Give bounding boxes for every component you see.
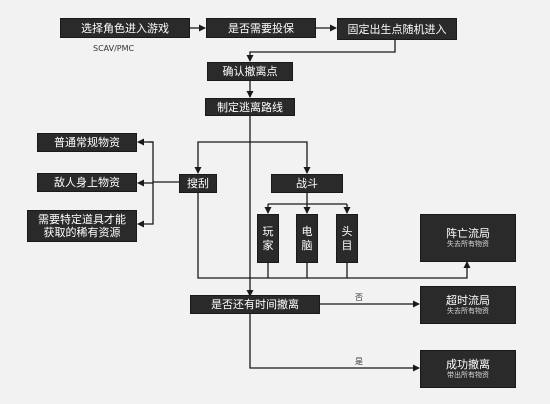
node-insure: 是否需要投保 <box>206 18 316 38</box>
node-death-title: 阵亡流局 <box>446 227 490 240</box>
node-success-title: 成功撤离 <box>446 358 490 371</box>
node-player: 玩 家 <box>257 214 279 263</box>
edge-spawn-to-confirm <box>246 40 396 62</box>
node-death-sub: 失去所有物资 <box>447 240 489 248</box>
node-insure-label: 是否需要投保 <box>228 21 294 35</box>
node-time-check-label: 是否还有时间撤离 <box>211 298 299 311</box>
node-confirm-exit: 确认撤离点 <box>207 62 293 81</box>
node-player-char-1: 玩 <box>262 224 274 238</box>
node-plan-route: 制定逃离路线 <box>205 98 295 116</box>
node-confirm-exit-label: 确认撤离点 <box>222 65 278 78</box>
node-loot-enemy: 敌人身上物资 <box>37 173 137 192</box>
node-select-role: 选择角色进入游戏 <box>60 18 190 38</box>
node-pc-char-1: 电 <box>301 224 313 238</box>
node-head: 头 目 <box>336 214 358 263</box>
node-time-check: 是否还有时间撤离 <box>190 295 320 314</box>
edge-route-to-fight <box>250 141 311 174</box>
node-search-label: 搜刮 <box>187 177 209 190</box>
node-success-sub: 带出所有物资 <box>447 371 489 379</box>
node-player-char-2: 家 <box>262 238 274 252</box>
node-timeout-title: 超时流局 <box>446 294 490 307</box>
node-pc: 电 脑 <box>296 214 318 263</box>
node-pc-char-2: 脑 <box>301 238 313 252</box>
node-fight-label: 战斗 <box>296 177 318 190</box>
node-timeout: 超时流局 失去所有物资 <box>420 286 516 324</box>
node-loot-rare-line1: 需要特定道具才能 <box>38 213 126 226</box>
node-loot-enemy-label: 敌人身上物资 <box>54 176 120 189</box>
node-success: 成功撤离 带出所有物资 <box>420 350 516 388</box>
edge-label-yes: 是 <box>355 357 363 366</box>
node-head-char-1: 头 <box>341 224 353 238</box>
edge-search-to-loots <box>149 141 179 183</box>
node-fixed-spawn-label: 固定出生点随机进入 <box>347 22 447 36</box>
node-search: 搜刮 <box>179 174 217 193</box>
edge-search-to-death <box>197 193 471 279</box>
node-loot-rare: 需要特定道具才能 获取的稀有资源 <box>27 210 137 242</box>
node-timeout-sub: 失去所有物资 <box>447 307 489 315</box>
node-loot-rare-line2: 获取的稀有资源 <box>43 226 121 239</box>
edge-timecheck-to-success <box>249 313 420 372</box>
node-fixed-spawn: 固定出生点随机进入 <box>337 18 457 40</box>
scav-pmc-label: SCAV/PMC <box>93 44 135 53</box>
edge-to-loot-rare <box>137 182 154 228</box>
node-loot-common: 普通常规物资 <box>37 133 137 152</box>
node-fight: 战斗 <box>271 174 343 193</box>
node-loot-common-label: 普通常规物资 <box>54 136 120 149</box>
edge-label-no: 否 <box>355 293 363 302</box>
node-head-char-2: 目 <box>341 238 353 252</box>
node-select-role-label: 选择角色进入游戏 <box>81 21 169 35</box>
edge-route-to-search <box>194 141 250 174</box>
node-plan-route-label: 制定逃离路线 <box>217 100 283 114</box>
node-death: 阵亡流局 失去所有物资 <box>420 214 516 262</box>
